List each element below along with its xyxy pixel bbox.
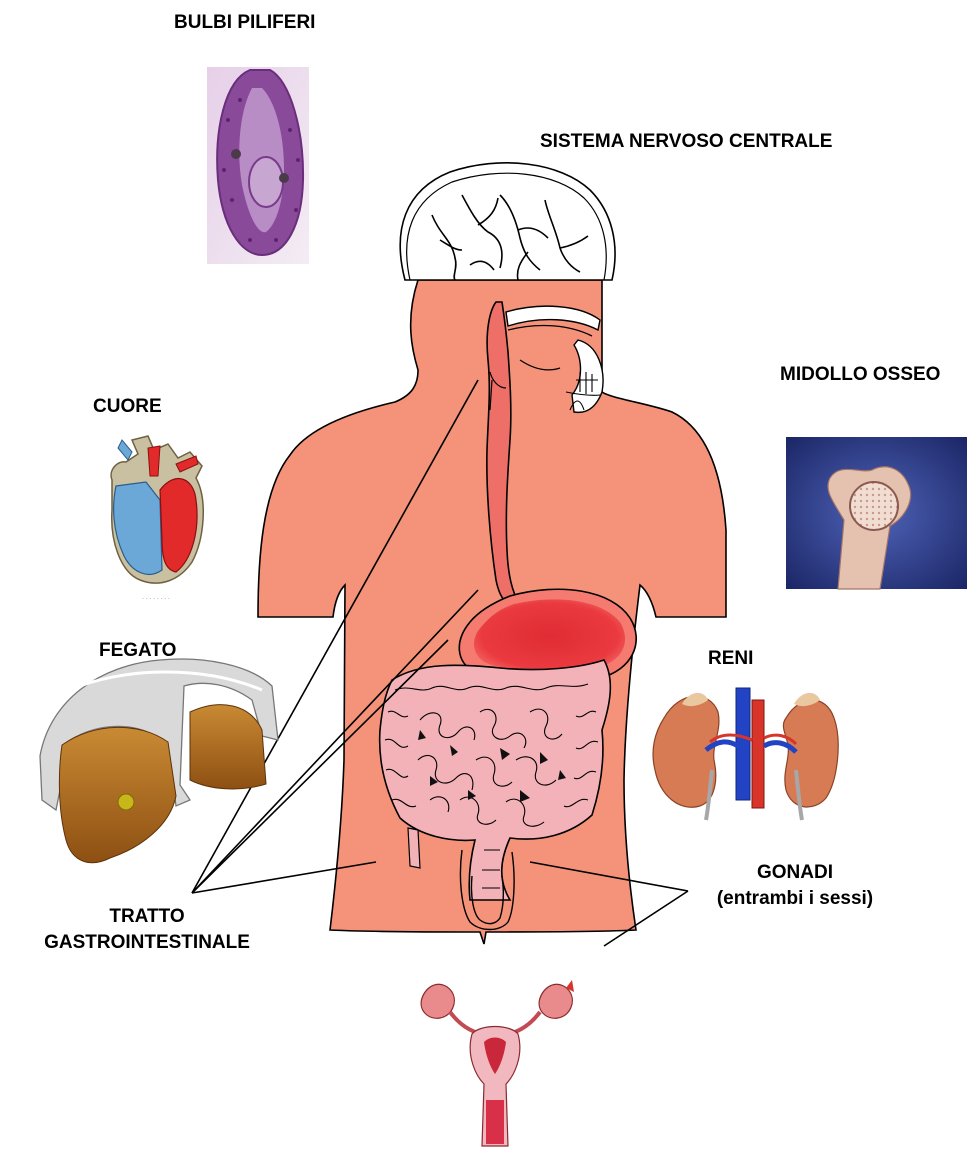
label-liver: FEGATO <box>99 638 209 664</box>
uterus-image <box>421 980 574 1146</box>
kidneys-image <box>653 688 838 820</box>
femur-bone-image <box>786 437 967 589</box>
heart-image: · · · · · · · · <box>111 436 203 602</box>
label-gonads-subtitle: (entrambi i sessi) <box>690 886 900 912</box>
label-gi-line1: TRATTO <box>2 904 292 930</box>
label-gonads-title: GONADI <box>690 860 900 886</box>
label-hair-bulbs: BULBI PILIFERI <box>174 10 354 36</box>
label-gi-line2: GASTROINTESTINALE <box>2 930 292 956</box>
liver-image <box>40 659 278 863</box>
label-gastrointestinal-tract: TRATTO GASTROINTESTINALE <box>2 904 292 956</box>
label-bone-marrow: MIDOLLO OSSEO <box>780 362 968 388</box>
label-central-nervous-system: SISTEMA NERVOSO CENTRALE <box>540 129 910 155</box>
label-heart: CUORE <box>93 394 193 420</box>
brain-icon <box>400 163 615 280</box>
hair-follicle-image <box>207 67 309 264</box>
label-kidneys: RENI <box>708 646 788 672</box>
svg-text:· · · · · · · ·: · · · · · · · · <box>142 596 170 602</box>
label-gonads: GONADI (entrambi i sessi) <box>690 860 900 912</box>
